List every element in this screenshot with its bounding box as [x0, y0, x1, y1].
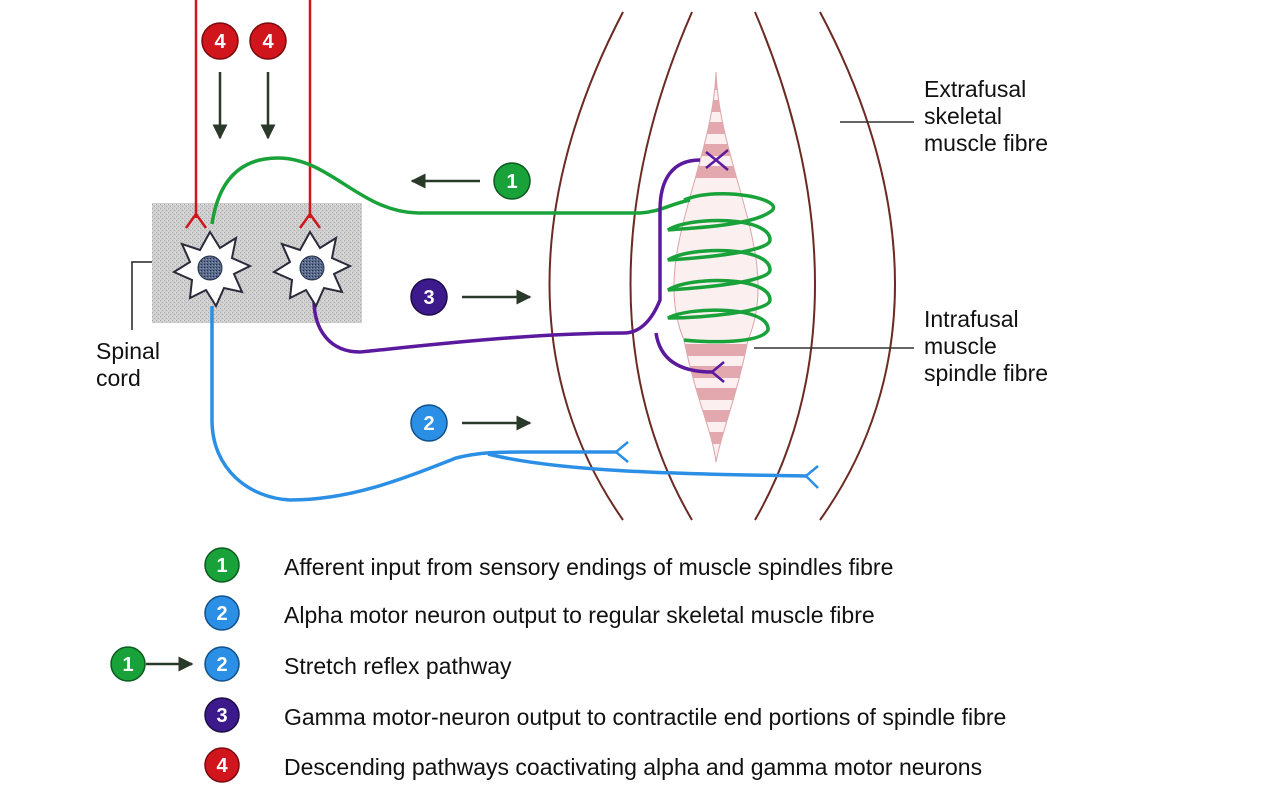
svg-text:2: 2 [423, 413, 434, 435]
legend-marker-1-to-2: 1 2 [110, 646, 240, 682]
badge-afferent: 1 [493, 162, 531, 200]
svg-text:2: 2 [216, 654, 227, 676]
extrafusal-label-line-3: muscle fibre [924, 130, 1048, 156]
svg-text:1: 1 [122, 654, 133, 676]
intrafusal-label: Intrafusal muscle spindle fibre [924, 306, 1048, 387]
spinal-cord-pointer-line [131, 261, 152, 330]
spinal-cord-label-line-2: cord [96, 365, 141, 391]
alpha-motor-neuron [171, 230, 253, 309]
legend-row-descending: Descending pathways coactivating alpha a… [0, 748, 1280, 788]
svg-text:4: 4 [216, 755, 228, 777]
extrafusal-outline-right-outer [819, 11, 896, 521]
legend-row-afferent: Afferent input from sensory endings of m… [0, 548, 1280, 588]
intrafusal-spindle [673, 71, 759, 463]
afferent-fibre [210, 156, 775, 344]
gamma-motor-neuron [271, 230, 353, 309]
extrafusal-outline-left-inner [629, 11, 693, 521]
extrafusal-label: Extrafusal skeletal muscle fibre [924, 76, 1048, 157]
legend-text-descending: Descending pathways coactivating alpha a… [284, 754, 983, 780]
alpha-fibre [210, 306, 819, 502]
gamma-fibre [312, 149, 729, 383]
legend-row-alpha: Alpha motor neuron output to regular ske… [0, 596, 1280, 636]
legend-row-gamma: Gamma motor-neuron output to contractile… [0, 698, 1280, 738]
legend-text-gamma: Gamma motor-neuron output to contractile… [284, 704, 1007, 730]
svg-text:2: 2 [216, 603, 227, 625]
intrafusal-label-line-1: Intrafusal [924, 306, 1019, 332]
legend-markers: 1 2 1 2 3 4 [110, 547, 240, 783]
legend-marker-2: 2 [204, 595, 240, 631]
legend-text-alpha: Alpha motor neuron output to regular ske… [284, 602, 875, 628]
svg-text:1: 1 [506, 171, 517, 193]
descending-pathways [184, 0, 322, 229]
svg-text:4: 4 [262, 31, 274, 53]
svg-text:1: 1 [216, 555, 227, 577]
intrafusal-label-line-2: muscle [924, 333, 997, 359]
svg-text:3: 3 [216, 705, 227, 727]
badge-descending-left: 4 [201, 22, 239, 60]
annulospiral-coil [667, 192, 775, 344]
extrafusal-label-line-1: Extrafusal [924, 76, 1027, 102]
intrafusal-label-line-3: spindle fibre [924, 360, 1049, 386]
legend-row-stretch-reflex: Stretch reflex pathway [0, 647, 1280, 687]
extrafusal-label-line-2: skeletal [924, 103, 1002, 129]
extrafusal-outline-left-outer [548, 11, 624, 521]
legend-text-afferent: Afferent input from sensory endings of m… [284, 554, 894, 580]
legend-marker-1: 1 [204, 547, 240, 583]
svg-text:3: 3 [423, 287, 434, 309]
extrafusal-outline-right-inner [754, 11, 816, 521]
badge-descending-right: 4 [249, 22, 287, 60]
badge-alpha: 2 [410, 404, 448, 442]
badge-gamma: 3 [410, 278, 448, 316]
direction-arrows [212, 72, 532, 431]
extrafusal-muscle-outlines [548, 11, 896, 521]
spinal-cord-label: Spinal cord [96, 338, 160, 392]
legend-marker-3: 3 [204, 697, 240, 733]
spinal-cord-label-line-1: Spinal [96, 338, 160, 364]
legend-marker-4: 4 [204, 747, 240, 783]
svg-text:4: 4 [214, 31, 226, 53]
legend-text-stretch-reflex: Stretch reflex pathway [284, 653, 512, 679]
